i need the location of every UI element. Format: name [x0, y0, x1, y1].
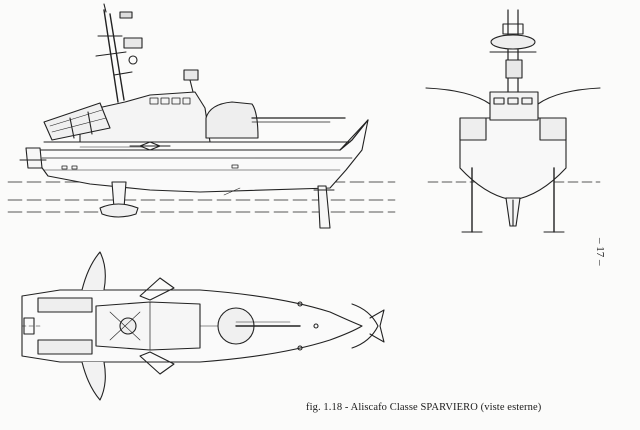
side-profile-view — [7, 3, 396, 229]
bridge-windows — [149, 97, 191, 105]
top-plan-view — [21, 251, 385, 401]
aft-foil — [99, 181, 139, 218]
portholes — [61, 164, 239, 170]
mast — [95, 3, 143, 103]
forward-foil — [313, 185, 335, 229]
front-elevation-view — [425, 9, 601, 233]
page-number: – 17 – — [594, 238, 606, 266]
missile-launchers — [43, 102, 111, 141]
gun-turret — [205, 101, 346, 139]
figure-caption: fig. 1.18 - Aliscafo Classe SPARVIERO (v… — [306, 402, 542, 413]
